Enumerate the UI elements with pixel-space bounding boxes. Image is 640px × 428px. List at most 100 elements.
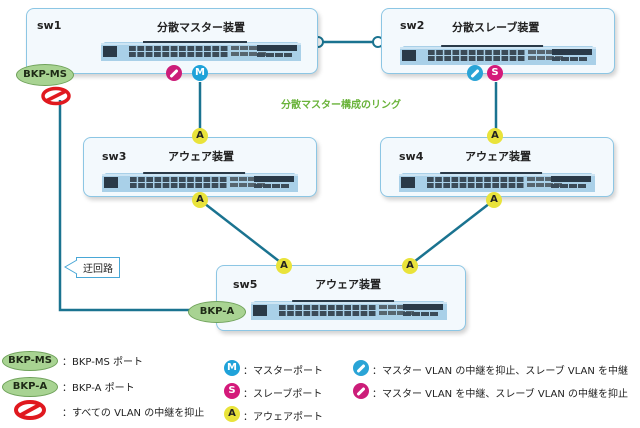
legend-bkp-ms-text: ：BKP-MS ポート xyxy=(62,357,143,368)
device-sfp-port xyxy=(240,46,248,50)
device-port xyxy=(279,305,286,310)
block-slave-vlan-icon xyxy=(166,65,182,81)
device-port xyxy=(452,56,460,61)
device-sfp-port xyxy=(536,183,544,187)
device-port xyxy=(516,177,524,182)
device-port xyxy=(195,177,202,182)
device-port xyxy=(428,56,435,61)
device-port xyxy=(517,56,525,61)
device-port xyxy=(460,50,468,55)
device-sfp-port xyxy=(527,177,535,181)
switch-role: 分散マスター装置 xyxy=(157,21,245,34)
device-port xyxy=(162,52,170,57)
ring-link-sw3-sw5 xyxy=(199,199,285,266)
device-uplink-port xyxy=(257,53,265,57)
device-sfp-port xyxy=(388,311,396,315)
device-port xyxy=(145,46,153,51)
switch-role: アウェア装置 xyxy=(465,150,531,163)
slave-port-badge: S xyxy=(487,65,503,81)
device-port xyxy=(138,177,145,182)
device-port xyxy=(501,56,509,61)
device-sfp-port xyxy=(231,46,239,50)
device-port xyxy=(436,50,443,55)
device-port xyxy=(138,183,145,188)
legend-block-master-text: ：マスター VLAN の中継を抑止、スレーブ VLAN を中継 xyxy=(372,366,629,377)
device-port xyxy=(459,183,467,188)
device-port xyxy=(203,177,211,182)
ring-link-sw4-sw5 xyxy=(409,199,495,266)
device-port xyxy=(435,183,442,188)
device-sfp-port xyxy=(249,52,257,56)
device-port xyxy=(220,52,228,57)
device-uplink-port xyxy=(266,53,274,57)
device-port xyxy=(509,56,517,61)
device-port xyxy=(443,177,450,182)
aware-port-badge: A xyxy=(487,128,503,144)
device-port xyxy=(484,183,491,188)
legend-block-all-icon xyxy=(14,400,46,420)
device-port xyxy=(328,305,335,310)
device-sfp-port xyxy=(248,183,256,187)
device-port xyxy=(508,183,516,188)
device-port xyxy=(436,56,443,61)
device-uplink-port xyxy=(272,184,280,188)
device-led-strip xyxy=(292,300,395,302)
switch-device-image xyxy=(399,172,595,192)
device-port xyxy=(319,311,327,316)
device-port xyxy=(493,50,500,55)
device-port xyxy=(476,177,483,182)
device-port xyxy=(476,183,483,188)
bkp-ms-port: BKP-MS xyxy=(16,64,74,86)
legend-master-text: ：マスターポート xyxy=(243,366,323,377)
legend-bkp-a-text: ：BKP-A ポート xyxy=(62,383,135,394)
aware-port-badge: A xyxy=(192,128,208,144)
device-console-block xyxy=(401,177,415,188)
device-uplink-port xyxy=(551,184,559,188)
legend-slave-text: ：スレーブポート xyxy=(243,389,323,400)
switch-sw5: sw5 アウェア装置 xyxy=(216,265,466,331)
master-port-badge: M xyxy=(192,65,208,81)
device-top-edge xyxy=(251,302,447,304)
device-port xyxy=(477,56,484,61)
device-uplink-port xyxy=(579,57,587,61)
device-port xyxy=(154,52,161,57)
device-port xyxy=(492,177,499,182)
device-port xyxy=(485,56,492,61)
device-port xyxy=(129,46,136,51)
device-port xyxy=(187,46,195,51)
device-port xyxy=(360,311,368,316)
device-port xyxy=(187,52,195,57)
device-port xyxy=(460,56,468,61)
device-led-strip xyxy=(441,45,544,47)
legend-bkp-ms-badge: BKP-MS xyxy=(2,351,58,371)
device-port xyxy=(427,177,434,182)
device-port xyxy=(303,305,311,310)
device-port xyxy=(179,52,186,57)
device-sfp-port xyxy=(239,183,247,187)
device-sfp-port xyxy=(397,305,405,309)
switch-sw2: sw2 分散スレーブ装置 xyxy=(381,8,615,74)
device-uplink-port xyxy=(560,184,568,188)
device-uplink-port xyxy=(412,312,420,316)
device-port xyxy=(360,305,368,310)
device-sfp-port xyxy=(536,177,544,181)
device-port xyxy=(154,183,162,188)
device-port xyxy=(179,177,186,182)
device-sfp-port xyxy=(528,50,536,54)
device-port xyxy=(146,177,153,182)
switch-device-image xyxy=(101,41,301,61)
device-port xyxy=(195,46,203,51)
switch-sw4: sw4 アウェア装置 xyxy=(380,137,614,197)
device-port xyxy=(485,50,492,55)
device-port xyxy=(492,183,499,188)
switch-name: sw1 xyxy=(37,19,62,32)
device-port xyxy=(500,177,508,182)
device-uplink-port xyxy=(552,57,560,61)
switch-sw1: sw1 分散マスター装置 xyxy=(26,8,318,74)
device-led-strip xyxy=(143,172,246,174)
device-port xyxy=(137,46,145,51)
device-sfp-port xyxy=(545,183,553,187)
device-port xyxy=(451,183,459,188)
device-sfp-port xyxy=(537,56,545,60)
device-port xyxy=(154,46,161,51)
